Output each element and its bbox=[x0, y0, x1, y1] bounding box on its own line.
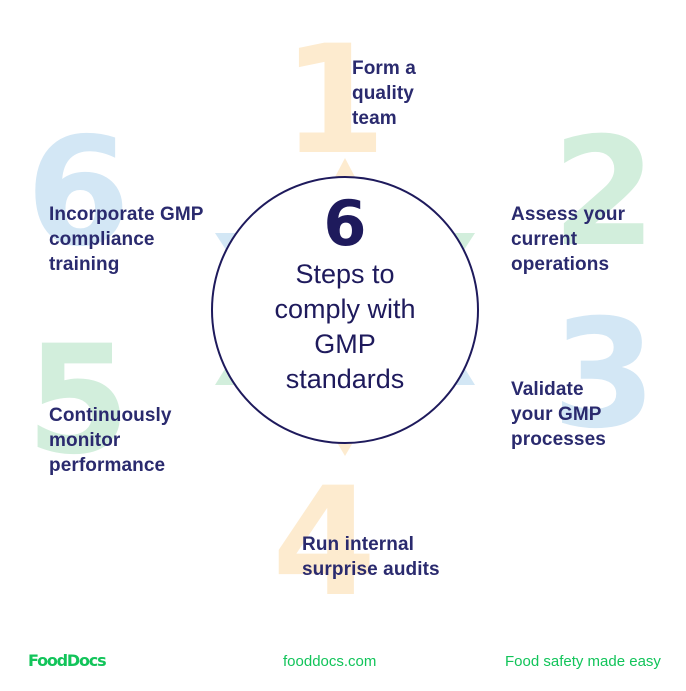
center-line: Steps to bbox=[295, 259, 395, 289]
center-circle bbox=[211, 176, 479, 444]
step-2-label: Assess your current operations bbox=[511, 202, 625, 277]
step-1-line: quality bbox=[352, 83, 414, 104]
step-6-line: Incorporate GMP bbox=[49, 204, 204, 225]
step-1-label: Form a quality team bbox=[352, 56, 416, 131]
center-subtitle: Steps to comply with GMP standards bbox=[274, 257, 415, 397]
step-3-line: your GMP bbox=[511, 404, 602, 425]
center-line: GMP bbox=[314, 329, 376, 359]
step-4-line: Run internal bbox=[302, 534, 415, 555]
footer-tagline: Food safety made easy bbox=[505, 653, 661, 670]
center-title: 6 Steps to comply with GMP standards bbox=[212, 177, 478, 443]
step-4-line: surprise audits bbox=[302, 559, 440, 580]
big-number-5: 5 bbox=[26, 314, 131, 488]
step-2-line: current bbox=[511, 229, 578, 250]
step-2-line: operations bbox=[511, 254, 610, 275]
big-number-2: 2 bbox=[552, 106, 657, 280]
big-number-4: 4 bbox=[272, 456, 377, 630]
footer-website[interactable]: fooddocs.com bbox=[283, 653, 377, 670]
step-1-line: Form a bbox=[352, 58, 416, 79]
step-3-line: processes bbox=[511, 429, 606, 450]
step-3-label: Validate your GMP processes bbox=[511, 377, 606, 452]
step-6-line: training bbox=[49, 254, 120, 275]
step-2-line: Assess your bbox=[511, 204, 626, 225]
big-number-6: 6 bbox=[26, 106, 131, 280]
center-line: standards bbox=[285, 364, 405, 394]
step-5-label: Continuously monitor performance bbox=[49, 403, 172, 478]
step-6-label: Incorporate GMP compliance training bbox=[49, 202, 204, 277]
step-6-line: compliance bbox=[49, 229, 155, 250]
step-3-line: Validate bbox=[511, 379, 584, 400]
step-1-line: team bbox=[352, 108, 397, 129]
center-line: comply with bbox=[274, 294, 416, 324]
step-4-label: Run internal surprise audits bbox=[302, 532, 440, 582]
center-number: 6 bbox=[323, 187, 367, 260]
big-number-1: 1 bbox=[282, 14, 387, 188]
big-number-3: 3 bbox=[552, 288, 657, 462]
fooddocs-logo: FoodDocs bbox=[28, 651, 107, 670]
step-5-line: performance bbox=[49, 455, 166, 476]
step-5-line: monitor bbox=[49, 430, 121, 451]
step-5-line: Continuously bbox=[49, 405, 172, 426]
triangle-top-tip bbox=[335, 158, 355, 177]
